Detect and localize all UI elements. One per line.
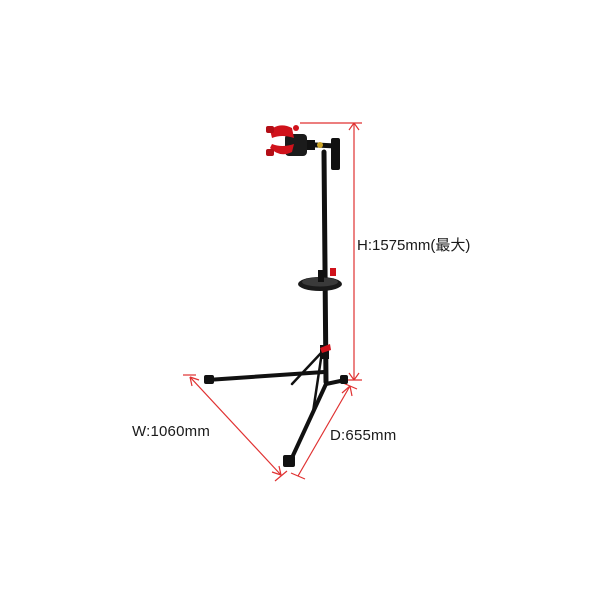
depth-dimension-line [290,382,358,480]
brace-strut [290,350,324,386]
tray-red-clip [330,268,336,276]
post-release-lever [320,344,331,353]
rear-foot-cap [340,375,348,384]
width-dimension-line [183,374,288,482]
stand-frame [204,138,348,467]
brace-strut-2 [311,350,324,414]
arm-end-knob [331,138,340,170]
depth-dimension-label: D:655mm [330,427,397,444]
width-dimension-label: W:1060mm [132,423,211,440]
left-foot-cap [204,375,214,384]
clamp-head [266,125,323,156]
tool-tray [298,268,342,291]
main-post [321,149,329,385]
height-dimension-label: H:1575mm(最大) [357,237,471,254]
front-foot-cap [283,455,295,467]
left-leg [205,370,326,382]
front-leg [288,382,328,464]
